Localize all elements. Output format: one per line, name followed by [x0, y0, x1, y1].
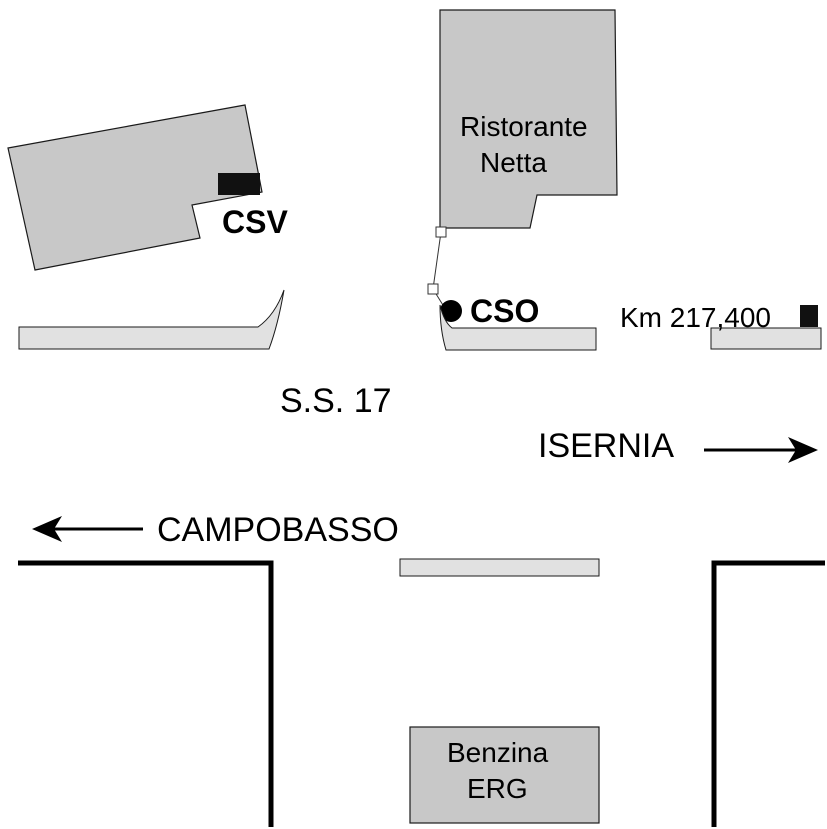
- pole-square-upper: [435, 226, 447, 238]
- restaurant-name-line1: Ristorante: [460, 111, 588, 142]
- restaurant-name-line2: Netta: [480, 147, 547, 178]
- building-gas-station: [409, 726, 600, 824]
- direction-east-label: ISERNIA: [538, 427, 674, 465]
- pole-square-lower: [427, 283, 439, 295]
- gas-station-line1: Benzina: [447, 737, 549, 768]
- curb-center: [439, 304, 597, 351]
- km-marker: [800, 305, 818, 327]
- connector-line: [432, 231, 442, 290]
- arrow-right-head-icon: [788, 437, 818, 463]
- wall-left: [18, 560, 274, 827]
- cso-marker: [440, 300, 462, 322]
- curb-right: [710, 327, 822, 350]
- direction-west-label: CAMPOBASSO: [157, 511, 399, 549]
- km-label: Km 217,400: [620, 302, 771, 333]
- road-name: S.S. 17: [280, 382, 392, 420]
- curb-lower-center: [399, 558, 600, 577]
- cso-label: CSO: [470, 293, 539, 329]
- building-csv: [7, 104, 263, 271]
- curb-left: [18, 289, 285, 350]
- arrow-left-head-icon: [32, 516, 62, 542]
- wall-right: [711, 560, 825, 827]
- csv-label: CSV: [222, 204, 288, 240]
- gas-station-line2: ERG: [467, 773, 528, 804]
- csv-marker: [218, 173, 260, 195]
